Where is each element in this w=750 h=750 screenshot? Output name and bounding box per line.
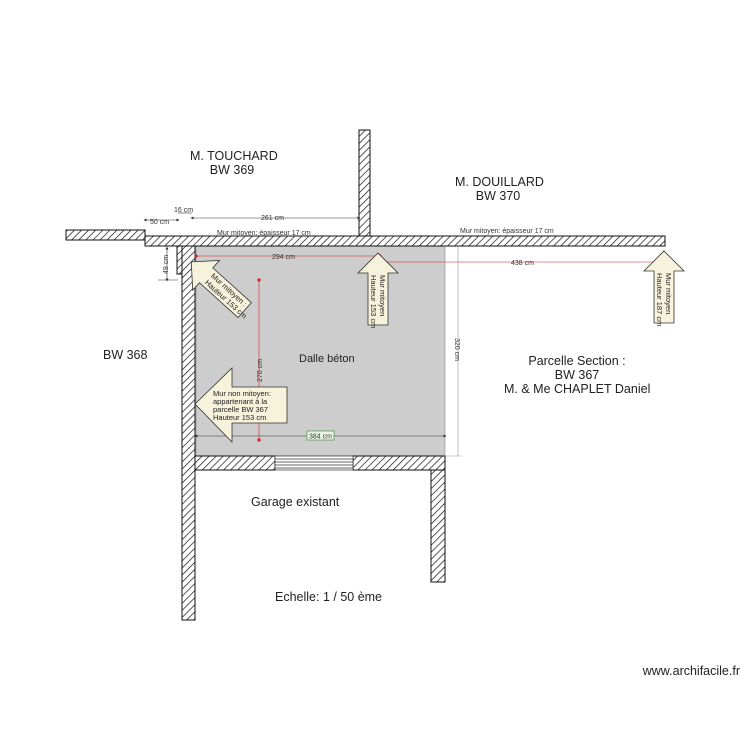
- wall-left: [181, 245, 196, 621]
- garage-door: [274, 455, 354, 471]
- walls: [65, 129, 666, 621]
- center-note-1: Mur mitoyen: [378, 275, 387, 316]
- wall-top-left-stub: [65, 229, 146, 241]
- parcel-370: BW 370: [475, 188, 521, 203]
- parcel-section: Parcelle Section :: [528, 354, 626, 368]
- wall-top-main: [144, 235, 666, 247]
- dim-320: 320 cm: [453, 338, 460, 361]
- right-note-1: Mur mitoyen: [664, 273, 673, 314]
- mitoyen-note-left: Mur mitoyen: épaisseur 17 cm: [217, 230, 311, 237]
- arrow-mitoyen-center: Mur mitoyen Hauteur 153 cm: [357, 252, 399, 328]
- neighbor-touchard: M. TOUCHARD: [190, 149, 278, 163]
- parcel-367: BW 367: [554, 367, 600, 382]
- arrow-non-mitoyen: Mur non mitoyen: appartenant à la parcel…: [194, 367, 288, 443]
- neighbor-douillard: M. DOUILLARD: [455, 175, 544, 189]
- non-note-1: Mur non mitoyen:: [213, 389, 271, 398]
- slab-label: Dalle béton: [299, 353, 355, 365]
- dim-50: 50 cm: [150, 219, 169, 226]
- right-note-2: Hauteur 187 cm: [655, 273, 664, 326]
- dim-261: 261 cm: [261, 215, 284, 222]
- dim-49: 49 cm: [163, 255, 170, 274]
- wall-vertical-top: [358, 129, 371, 237]
- dim-384: 384 cm: [309, 434, 332, 441]
- non-note-4: Hauteur 153 cm: [213, 413, 266, 422]
- dim-384-box: [306, 430, 335, 441]
- parcel-368: BW 368: [103, 348, 148, 362]
- dim-270: 270 cm: [257, 359, 264, 382]
- scale-label: Echelle: 1 / 50 ème: [275, 590, 383, 604]
- owner-name: M. & Me CHAPLET Daniel: [504, 381, 651, 396]
- center-note-2: Hauteur 153 cm: [369, 275, 378, 328]
- wall-bottom-right: [352, 455, 446, 471]
- neighbor-douillard-label: M. DOUILLARD BW 370: [455, 175, 544, 204]
- watermark: www.archifacile.fr: [642, 664, 740, 678]
- neighbor-touchard-label: M. TOUCHARD BW 369: [190, 149, 278, 178]
- dim-438: 438 cm: [511, 260, 534, 267]
- non-note-2: appartenant à la: [213, 397, 268, 406]
- mitoyen-note-right: Mur mitoyen: épaisseur 17 cm: [460, 228, 554, 235]
- dim-294: 294 cm: [272, 254, 295, 261]
- wall-right-garage: [430, 469, 446, 583]
- arrow-mitoyen-right: Mur mitoyen Hauteur 187 cm: [643, 250, 685, 326]
- garage-label: Garage existant: [251, 495, 340, 509]
- parcel-367-label: Parcelle Section : BW 367 M. & Me CHAPLE…: [504, 354, 651, 396]
- parcel-369: BW 369: [209, 162, 255, 177]
- wall-bottom-left: [194, 455, 276, 471]
- concrete-slab: [195, 245, 446, 457]
- dim-16: 16 cm: [174, 207, 193, 214]
- non-note-3: parcelle BW 367: [213, 405, 268, 414]
